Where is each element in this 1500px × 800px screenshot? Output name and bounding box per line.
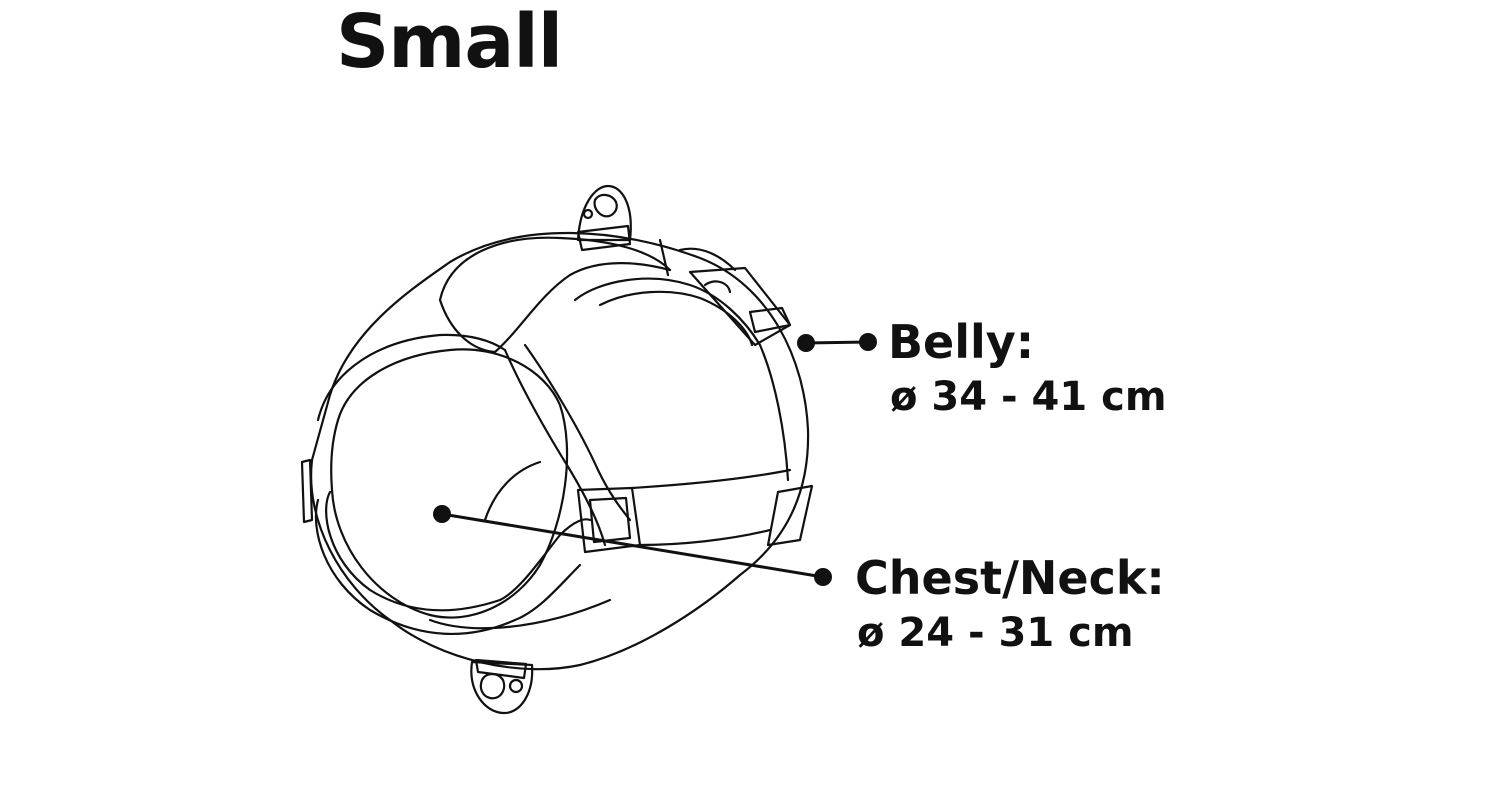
belly-range: ø 34 - 41 cm [890, 374, 1167, 420]
chest-neck-range: ø 24 - 31 cm [857, 610, 1134, 656]
chest-callout-dot [433, 505, 451, 523]
belly-measurement: Belly: ø 34 - 41 cm [888, 314, 1167, 424]
size-title: Small [336, 0, 563, 85]
harness-outline [310, 231, 810, 671]
belly-label: Belly: [888, 315, 1035, 369]
bottom-handle [470, 660, 534, 715]
top-handle [576, 184, 632, 242]
chest-callout-line [440, 512, 825, 579]
chest-neck-measurement: Chest/Neck: ø 24 - 31 cm [855, 550, 1165, 660]
belly-callout-dot [797, 334, 815, 352]
chest-plate [330, 348, 569, 619]
belly-callout-line [804, 340, 870, 345]
chest-neck-label: Chest/Neck: [855, 551, 1165, 605]
